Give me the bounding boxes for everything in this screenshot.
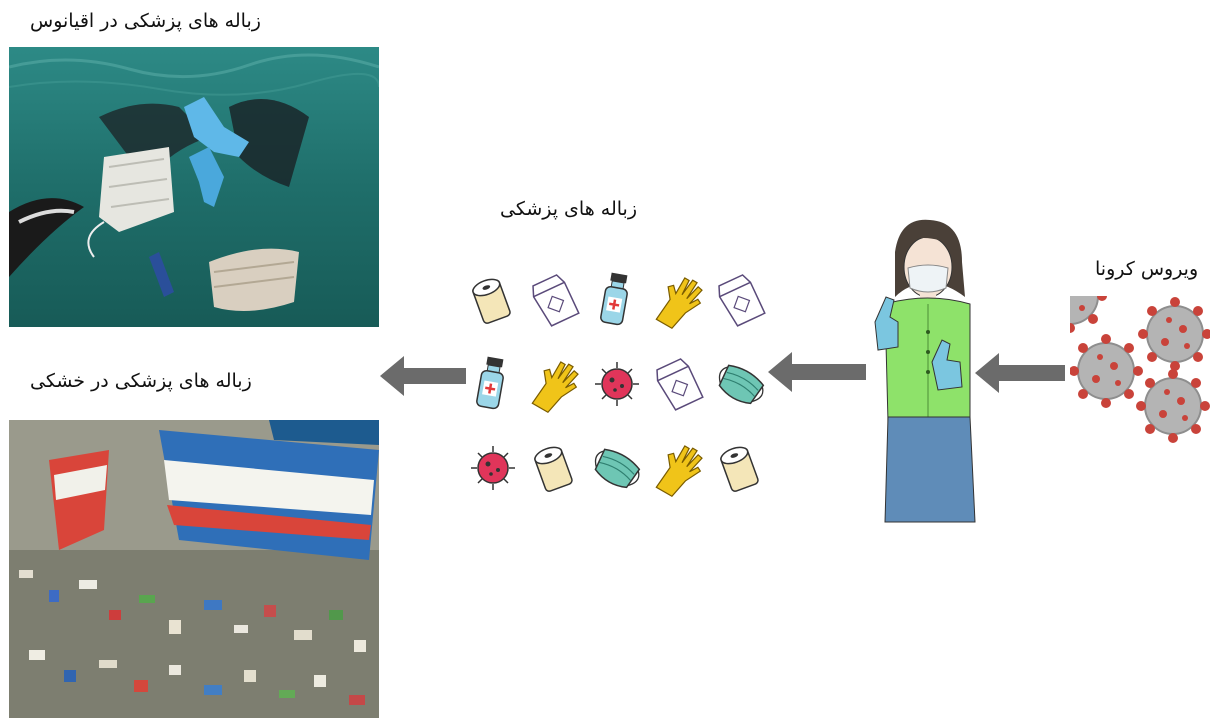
coronavirus-cluster (1070, 296, 1210, 446)
glove-icon (651, 268, 707, 332)
face-mask-icon (713, 352, 769, 416)
toilet-roll-icon (527, 436, 583, 500)
glove-icon (527, 352, 583, 416)
ocean-waste-photo (9, 47, 379, 327)
face-mask-icon (589, 436, 645, 500)
arrow-to-waste-photos (380, 354, 470, 402)
masked-person-illustration (870, 212, 980, 530)
medical-waste-grid (465, 268, 775, 508)
sanitizer-bottle-icon (589, 268, 645, 332)
glove-icon (651, 436, 707, 500)
tissue-box-icon (713, 268, 769, 332)
toilet-roll-icon (465, 268, 521, 332)
tissue-box-icon (651, 352, 707, 416)
germ-icon (465, 436, 521, 500)
virus-caption: ویروس کرونا (1095, 258, 1199, 280)
tissue-box-icon (527, 268, 583, 332)
ocean-caption: زباله های پزشکی در اقیانوس (30, 10, 261, 32)
arrow-to-waste-items (768, 350, 868, 398)
land-caption: زباله های پزشکی در خشکی (30, 370, 252, 392)
waste-caption: زباله های پزشکی (500, 198, 638, 220)
arrow-to-person (975, 351, 1067, 399)
land-waste-photo (9, 420, 379, 718)
toilet-roll-icon (713, 436, 769, 500)
germ-icon (589, 352, 645, 416)
sanitizer-bottle-icon (465, 352, 521, 416)
